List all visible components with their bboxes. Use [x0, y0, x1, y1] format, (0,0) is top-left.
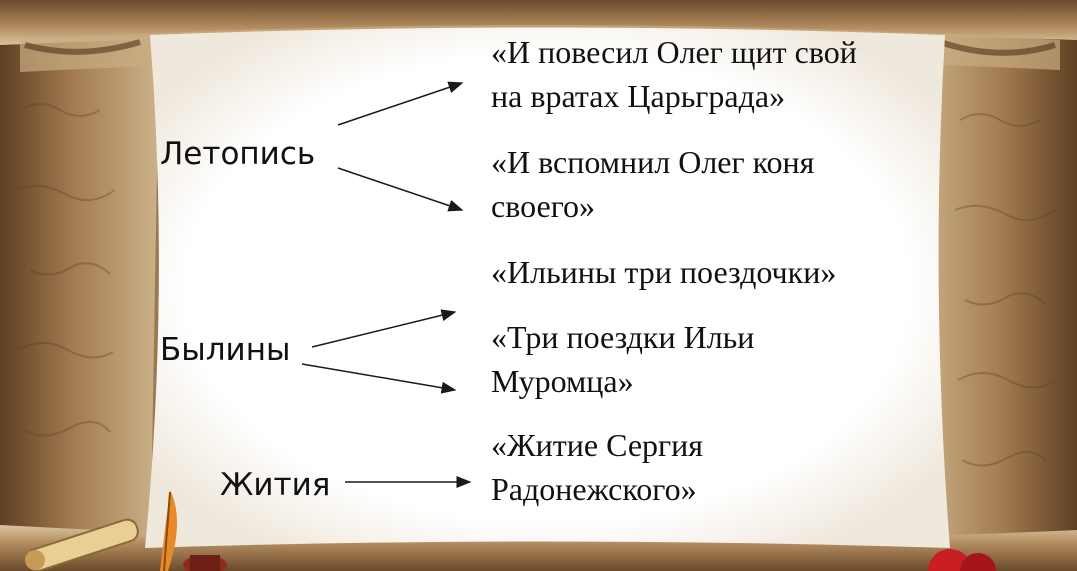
work-title-4-line-2: Муромца» [491, 363, 634, 399]
genre-label-byliny: Былины [160, 332, 291, 368]
work-title-5-line-1: «Житие Сергия [491, 427, 704, 463]
work-title-1-line-1: «И повесил Олег щит свой [491, 34, 857, 70]
quill-icon [160, 490, 178, 571]
work-title-2-line-2: своего» [491, 188, 596, 224]
work-title-5-line-2: Радонежского» [491, 471, 697, 507]
work-title-5: «Житие Сергия Радонежского» [491, 423, 703, 511]
apple-icon [928, 549, 996, 571]
work-title-2: «И вспомнил Олег коня своего» [491, 140, 814, 228]
work-title-3: «Ильины три поездочки» [491, 250, 836, 294]
work-title-4-line-1: «Три поездки Ильи [491, 319, 755, 355]
genre-label-zhitiya: Жития [220, 467, 331, 503]
work-title-2-line-1: «И вспомнил Олег коня [491, 144, 815, 180]
scroll-icon [25, 518, 139, 571]
work-title-1: «И повесил Олег щит свой на вратах Царьг… [491, 30, 857, 118]
inkwell-icon [183, 555, 227, 571]
genre-label-letopis: Летопись [160, 136, 316, 172]
work-title-1-line-2: на вратах Царьграда» [491, 78, 786, 114]
work-title-3-line-1: «Ильины три поездочки» [491, 254, 837, 290]
work-title-4: «Три поездки Ильи Муромца» [491, 315, 754, 403]
